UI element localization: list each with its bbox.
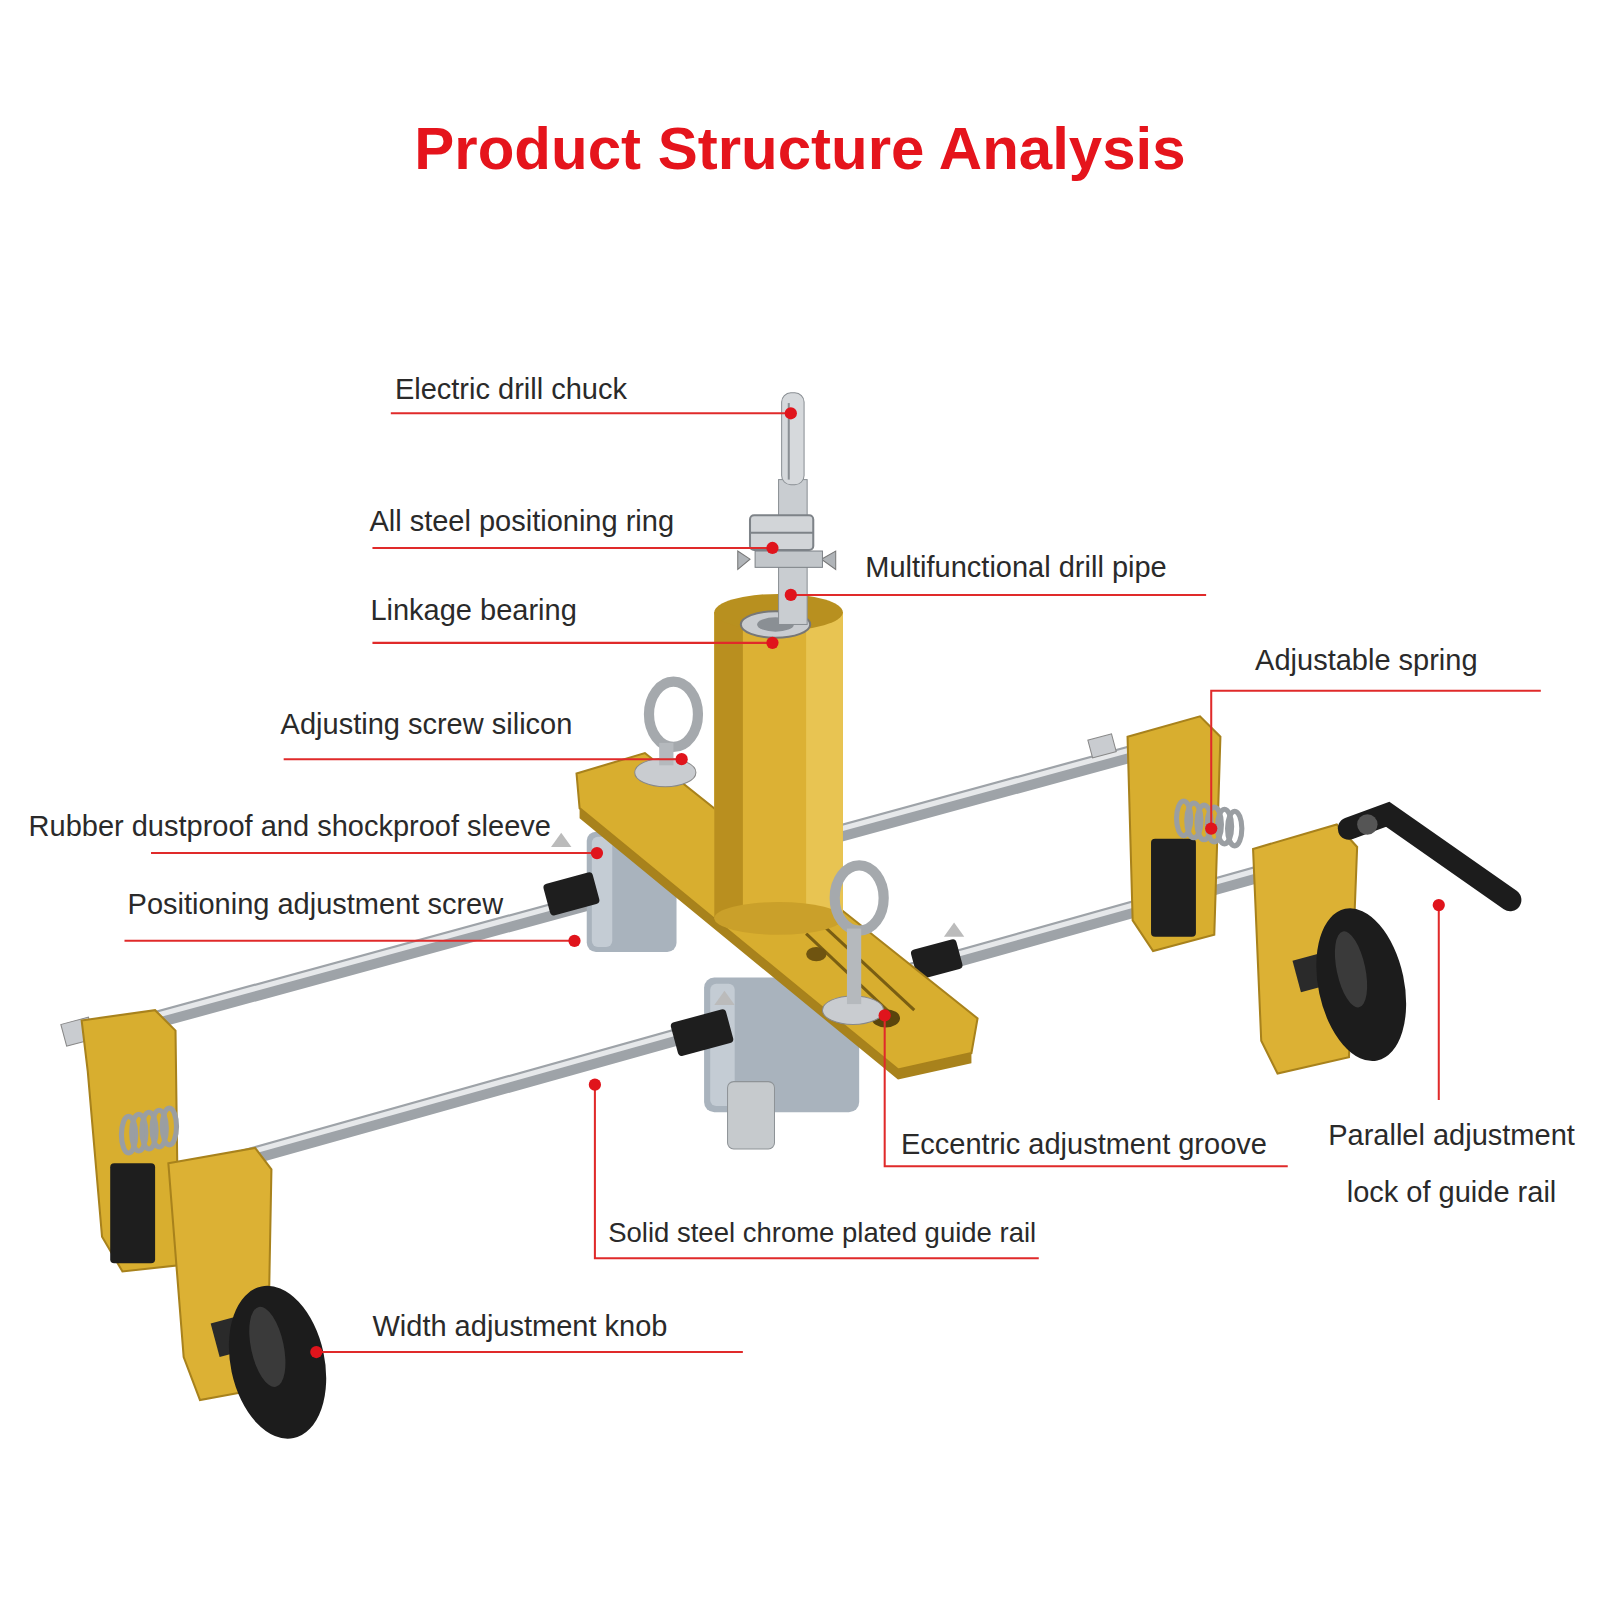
part-label: Positioning adjustment screw <box>128 886 504 922</box>
guide-rails <box>61 734 1283 1174</box>
part-label: Rubber dustproof and shockproof sleeve <box>29 808 551 844</box>
eye-bolts <box>635 682 884 1025</box>
part-label: All steel positioning ring <box>369 503 674 539</box>
leader-lines <box>124 413 1540 1352</box>
part-label: Electric drill chuck <box>395 371 627 407</box>
page-title: Product Structure Analysis <box>414 114 1185 183</box>
drill-shaft <box>738 393 836 625</box>
part-label: Parallel adjustment lock of guide rail <box>1309 1107 1594 1221</box>
leader-dots <box>310 407 1445 1358</box>
part-label: Width adjustment knob <box>372 1308 667 1344</box>
part-label: Eccentric adjustment groove <box>901 1126 1267 1162</box>
part-label: Adjustable spring <box>1255 642 1477 678</box>
part-label: Multifunctional drill pipe <box>865 549 1166 585</box>
part-label: Linkage bearing <box>370 592 576 628</box>
guide-cylinder <box>714 594 843 935</box>
part-label: Adjusting screw silicon <box>281 706 573 742</box>
springs <box>121 801 1241 1153</box>
part-label: Solid steel chrome plated guide rail <box>608 1215 1036 1251</box>
